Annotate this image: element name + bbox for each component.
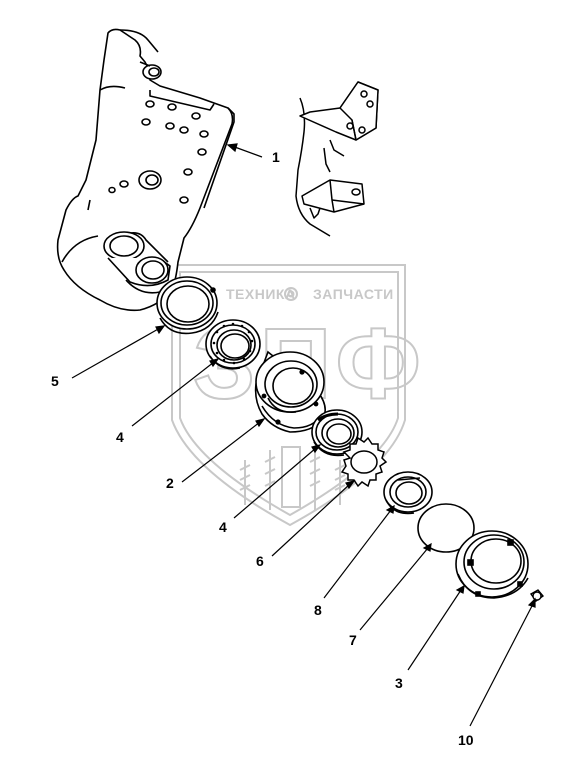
lock-washer-part-6 bbox=[340, 436, 388, 488]
watermark-text-right: ЗАПЧАСТИ bbox=[313, 286, 394, 302]
callout-2: 2 bbox=[166, 475, 174, 491]
seal-part-5 bbox=[156, 276, 219, 335]
callout-1: 1 bbox=[272, 149, 280, 165]
callout-7: 7 bbox=[349, 632, 357, 648]
callout-5: 5 bbox=[51, 373, 59, 389]
gasket-part-7 bbox=[417, 503, 475, 553]
callout-8: 8 bbox=[314, 602, 322, 618]
callout-4-upper: 4 bbox=[116, 429, 124, 445]
housing-part-2 bbox=[254, 350, 326, 433]
nut-part-8 bbox=[383, 471, 433, 515]
bracket bbox=[56, 28, 235, 312]
frame-fragment bbox=[295, 81, 379, 237]
callout-10: 10 bbox=[458, 732, 474, 748]
cover-part-3 bbox=[455, 530, 529, 599]
bolt-part-10 bbox=[529, 589, 545, 602]
leader-lines bbox=[71, 143, 536, 727]
callout-3: 3 bbox=[395, 675, 403, 691]
callout-6: 6 bbox=[256, 553, 264, 569]
callout-4-lower: 4 bbox=[219, 519, 227, 535]
bearing-upper-part-4 bbox=[205, 319, 261, 370]
watermark-text-left: ТЕХНИКА bbox=[226, 286, 296, 302]
bearing-lower-part-4 bbox=[311, 409, 363, 457]
